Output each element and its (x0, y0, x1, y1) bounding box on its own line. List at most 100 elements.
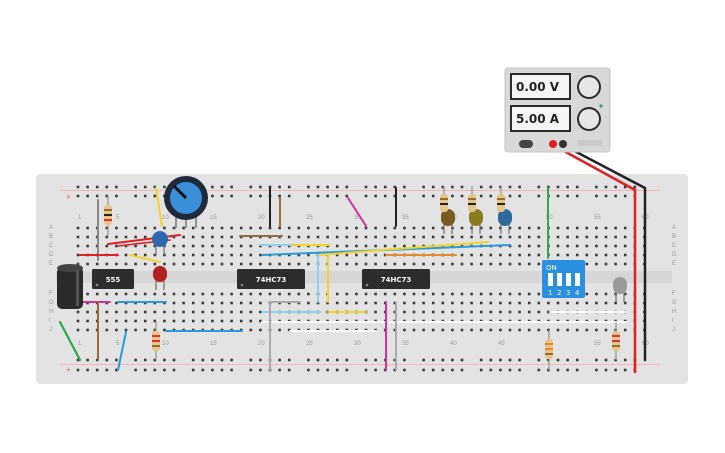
breadboard-hole[interactable] (230, 185, 233, 189)
breadboard-hole[interactable] (172, 368, 176, 372)
breadboard-hole[interactable] (623, 235, 627, 239)
led-brown[interactable] (441, 209, 455, 234)
breadboard-hole[interactable] (499, 262, 502, 266)
breadboard-hole[interactable] (460, 301, 464, 305)
breadboard-hole[interactable] (335, 235, 339, 239)
breadboard-hole[interactable] (316, 226, 320, 230)
breadboard-hole[interactable] (393, 358, 397, 362)
breadboard-hole[interactable] (623, 194, 627, 198)
breadboard-hole[interactable] (489, 310, 493, 314)
breadboard-hole[interactable] (230, 319, 233, 323)
breadboard-hole[interactable] (460, 226, 464, 230)
breadboard-hole[interactable] (451, 358, 454, 362)
breadboard-hole[interactable] (172, 262, 176, 266)
breadboard-hole[interactable] (134, 292, 137, 296)
breadboard-hole[interactable] (172, 235, 176, 239)
breadboard-hole[interactable] (345, 301, 349, 305)
breadboard-hole[interactable] (249, 292, 253, 296)
breadboard-hole[interactable] (595, 262, 598, 266)
breadboard-hole[interactable] (345, 244, 349, 248)
breadboard-hole[interactable] (441, 328, 445, 332)
breadboard-hole[interactable] (134, 235, 137, 239)
breadboard-hole[interactable] (268, 292, 272, 296)
breadboard-hole[interactable] (518, 358, 521, 362)
breadboard-hole[interactable] (355, 244, 358, 248)
breadboard-hole[interactable] (412, 310, 416, 314)
breadboard-hole[interactable] (355, 226, 358, 230)
breadboard-hole[interactable] (249, 253, 253, 257)
breadboard-hole[interactable] (403, 244, 406, 248)
breadboard-hole[interactable] (566, 358, 569, 362)
breadboard-hole[interactable] (556, 194, 560, 198)
breadboard-hole[interactable] (134, 262, 137, 266)
breadboard-hole[interactable] (134, 194, 137, 198)
breadboard-hole[interactable] (383, 185, 387, 189)
breadboard-hole[interactable] (566, 226, 569, 230)
breadboard-hole[interactable] (134, 253, 137, 257)
breadboard-hole[interactable] (76, 253, 80, 257)
breadboard-hole[interactable] (383, 244, 387, 248)
breadboard-hole[interactable] (527, 310, 531, 314)
breadboard-hole[interactable] (124, 262, 128, 266)
breadboard-hole[interactable] (518, 368, 521, 372)
breadboard-hole[interactable] (575, 235, 579, 239)
breadboard-hole[interactable] (287, 368, 291, 372)
breadboard-hole[interactable] (182, 310, 185, 314)
breadboard-hole[interactable] (614, 253, 617, 257)
breadboard-hole[interactable] (431, 358, 435, 362)
breadboard-hole[interactable] (153, 262, 157, 266)
breadboard-hole[interactable] (191, 310, 195, 314)
breadboard-hole[interactable] (431, 185, 435, 189)
breadboard-hole[interactable] (556, 328, 560, 332)
breadboard-hole[interactable] (86, 244, 89, 248)
breadboard-hole[interactable] (124, 235, 128, 239)
breadboard-hole[interactable] (326, 226, 329, 230)
breadboard-hole[interactable] (153, 358, 157, 362)
breadboard-hole[interactable] (604, 194, 608, 198)
breadboard-hole[interactable] (316, 194, 320, 198)
breadboard-hole[interactable] (172, 310, 176, 314)
breadboard-hole[interactable] (307, 253, 310, 257)
breadboard-hole[interactable] (441, 368, 445, 372)
breadboard-hole[interactable] (143, 358, 147, 362)
breadboard-hole[interactable] (393, 244, 397, 248)
breadboard-hole[interactable] (230, 226, 233, 230)
breadboard-hole[interactable] (441, 310, 445, 314)
breadboard-hole[interactable] (182, 226, 185, 230)
breadboard-hole[interactable] (230, 310, 233, 314)
breadboard-hole[interactable] (163, 358, 166, 362)
breadboard-hole[interactable] (249, 328, 253, 332)
breadboard-hole[interactable] (460, 310, 464, 314)
breadboard-hole[interactable] (191, 368, 195, 372)
breadboard-hole[interactable] (345, 235, 349, 239)
breadboard-hole[interactable] (163, 226, 166, 230)
wire-blue[interactable] (117, 331, 127, 371)
breadboard-hole[interactable] (220, 358, 224, 362)
breadboard-hole[interactable] (76, 328, 80, 332)
breadboard-hole[interactable] (508, 292, 512, 296)
breadboard-hole[interactable] (153, 253, 157, 257)
breadboard-hole[interactable] (614, 194, 617, 198)
breadboard-hole[interactable] (191, 319, 195, 323)
breadboard-hole[interactable] (575, 185, 579, 189)
breadboard-hole[interactable] (115, 319, 118, 323)
breadboard-hole[interactable] (239, 319, 243, 323)
breadboard-hole[interactable] (335, 253, 339, 257)
breadboard-hole[interactable] (259, 185, 262, 189)
breadboard-hole[interactable] (556, 226, 560, 230)
breadboard-hole[interactable] (105, 358, 109, 362)
breadboard-hole[interactable] (211, 301, 214, 305)
breadboard-hole[interactable] (239, 253, 243, 257)
breadboard-hole[interactable] (105, 368, 109, 372)
wires[interactable] (58, 143, 647, 374)
breadboard-hole[interactable] (451, 310, 454, 314)
breadboard-hole[interactable] (537, 368, 541, 372)
breadboard-hole[interactable] (278, 185, 281, 189)
breadboard-hole[interactable] (326, 185, 329, 189)
breadboard-hole[interactable] (95, 262, 99, 266)
breadboard-hole[interactable] (307, 226, 310, 230)
breadboard-hole[interactable] (134, 244, 137, 248)
breadboard-hole[interactable] (182, 253, 185, 257)
breadboard-hole[interactable] (518, 185, 521, 189)
breadboard-hole[interactable] (211, 235, 214, 239)
